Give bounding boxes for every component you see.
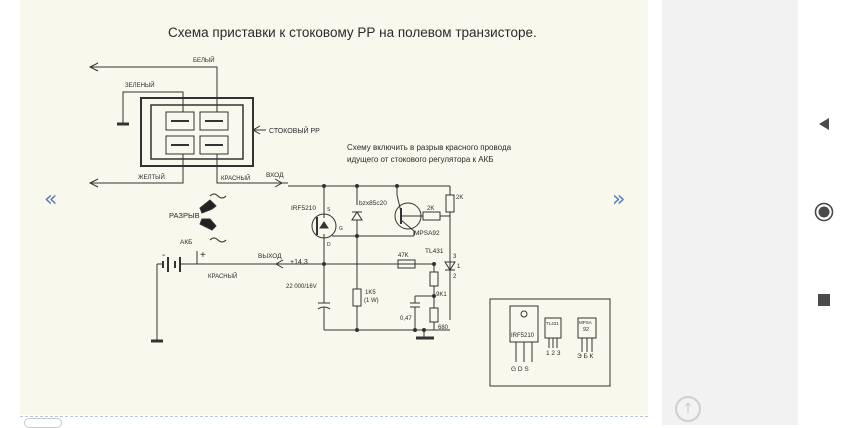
- partial-icon: [24, 418, 62, 428]
- tl431-pin-1: 1: [457, 264, 461, 270]
- wire-label-white: БЕЛЫЙ: [193, 56, 215, 64]
- cap-main-label: 22 000/16V: [286, 284, 317, 290]
- r-2k-top-label: 2K: [456, 195, 463, 201]
- tl431-pin-3: 3: [453, 254, 457, 260]
- card-divider: [20, 416, 648, 417]
- system-navigation-bar: [798, 0, 850, 425]
- zener-label: bzx85c20: [359, 200, 387, 207]
- mosfet-pin-d: D: [327, 242, 331, 248]
- side-panel: [662, 0, 798, 425]
- home-circle-icon: [814, 202, 834, 222]
- battery-label: АКБ: [180, 239, 192, 246]
- r-9k1-label: 9K1: [436, 292, 447, 298]
- stock-rr-label: СТОКОВЫЙ РР: [269, 126, 320, 135]
- pinout-mpsa-name-bottom: 92: [583, 327, 589, 333]
- tl431-label: TL431: [425, 248, 444, 255]
- r-1k5-power-label: (1 W): [364, 298, 379, 304]
- battery-plus: +: [200, 250, 206, 261]
- note-line-2: идущего от стокового регулятора к АКБ: [347, 155, 494, 164]
- note-line-1: Схему включить в разрыв красного провода: [347, 143, 512, 152]
- chevron-left-icon: «: [44, 187, 58, 212]
- r-2k-mid-label: 2K: [427, 206, 434, 212]
- pinout-mpsa-pins: Э Б К: [577, 353, 594, 360]
- r-680-label: 680: [438, 325, 449, 331]
- back-button[interactable]: [814, 114, 834, 134]
- diagram-card: Схема приставки к стоковому РР на полево…: [20, 0, 648, 415]
- chevron-right-icon: »: [612, 187, 626, 212]
- pinout-mpsa-name-top: MPSA: [579, 320, 592, 325]
- pinout-tl-name: TL431: [546, 321, 559, 326]
- arrow-up-icon: ↑: [682, 401, 694, 417]
- scroll-to-top-button[interactable]: ↑: [675, 396, 701, 422]
- r-1k5-label: 1K5: [365, 290, 376, 296]
- wire-label-green: ЗЕЛЕНЫЙ: [125, 81, 155, 89]
- break-label: РАЗРЫВ: [169, 211, 200, 220]
- input-label: ВХОД: [266, 172, 284, 179]
- home-button[interactable]: [814, 202, 834, 222]
- diagram-title: Схема приставки к стоковому РР на полево…: [168, 25, 537, 40]
- recents-square-icon: [818, 294, 830, 306]
- circuit-diagram: Схема приставки к стоковому РР на полево…: [88, 25, 611, 387]
- r-47k-label: 47K: [398, 253, 409, 259]
- wire-label-red-top: КРАСНЫЙ: [221, 174, 250, 182]
- gallery-prev-button[interactable]: «: [44, 189, 57, 211]
- wire-label-red-bottom: КРАСНЫЙ: [208, 272, 237, 280]
- output-voltage-label: +14,3: [290, 259, 308, 266]
- mosfet-label: IRF5210: [291, 205, 316, 212]
- gallery-next-button[interactable]: »: [612, 189, 625, 211]
- mosfet-pin-g: G: [339, 226, 343, 232]
- battery-minus: -: [162, 250, 165, 261]
- wire-label-yellow: ЖЕЛТЫЙ: [138, 173, 165, 181]
- recents-button[interactable]: [814, 290, 834, 310]
- output-label: ВЫХОД: [258, 253, 282, 260]
- pinout-irf-pins: G D S: [511, 366, 529, 373]
- pinout-tl-pins: 1 2 3: [546, 350, 561, 357]
- pinout-irf-name: IRF5210: [511, 333, 535, 339]
- tl431-pin-2: 2: [453, 274, 457, 280]
- back-triangle-icon: [819, 118, 829, 130]
- cap-small-label: 0,47: [400, 316, 412, 322]
- pnp-label: MPSA92: [414, 230, 440, 237]
- mosfet-pin-s: S: [327, 207, 331, 213]
